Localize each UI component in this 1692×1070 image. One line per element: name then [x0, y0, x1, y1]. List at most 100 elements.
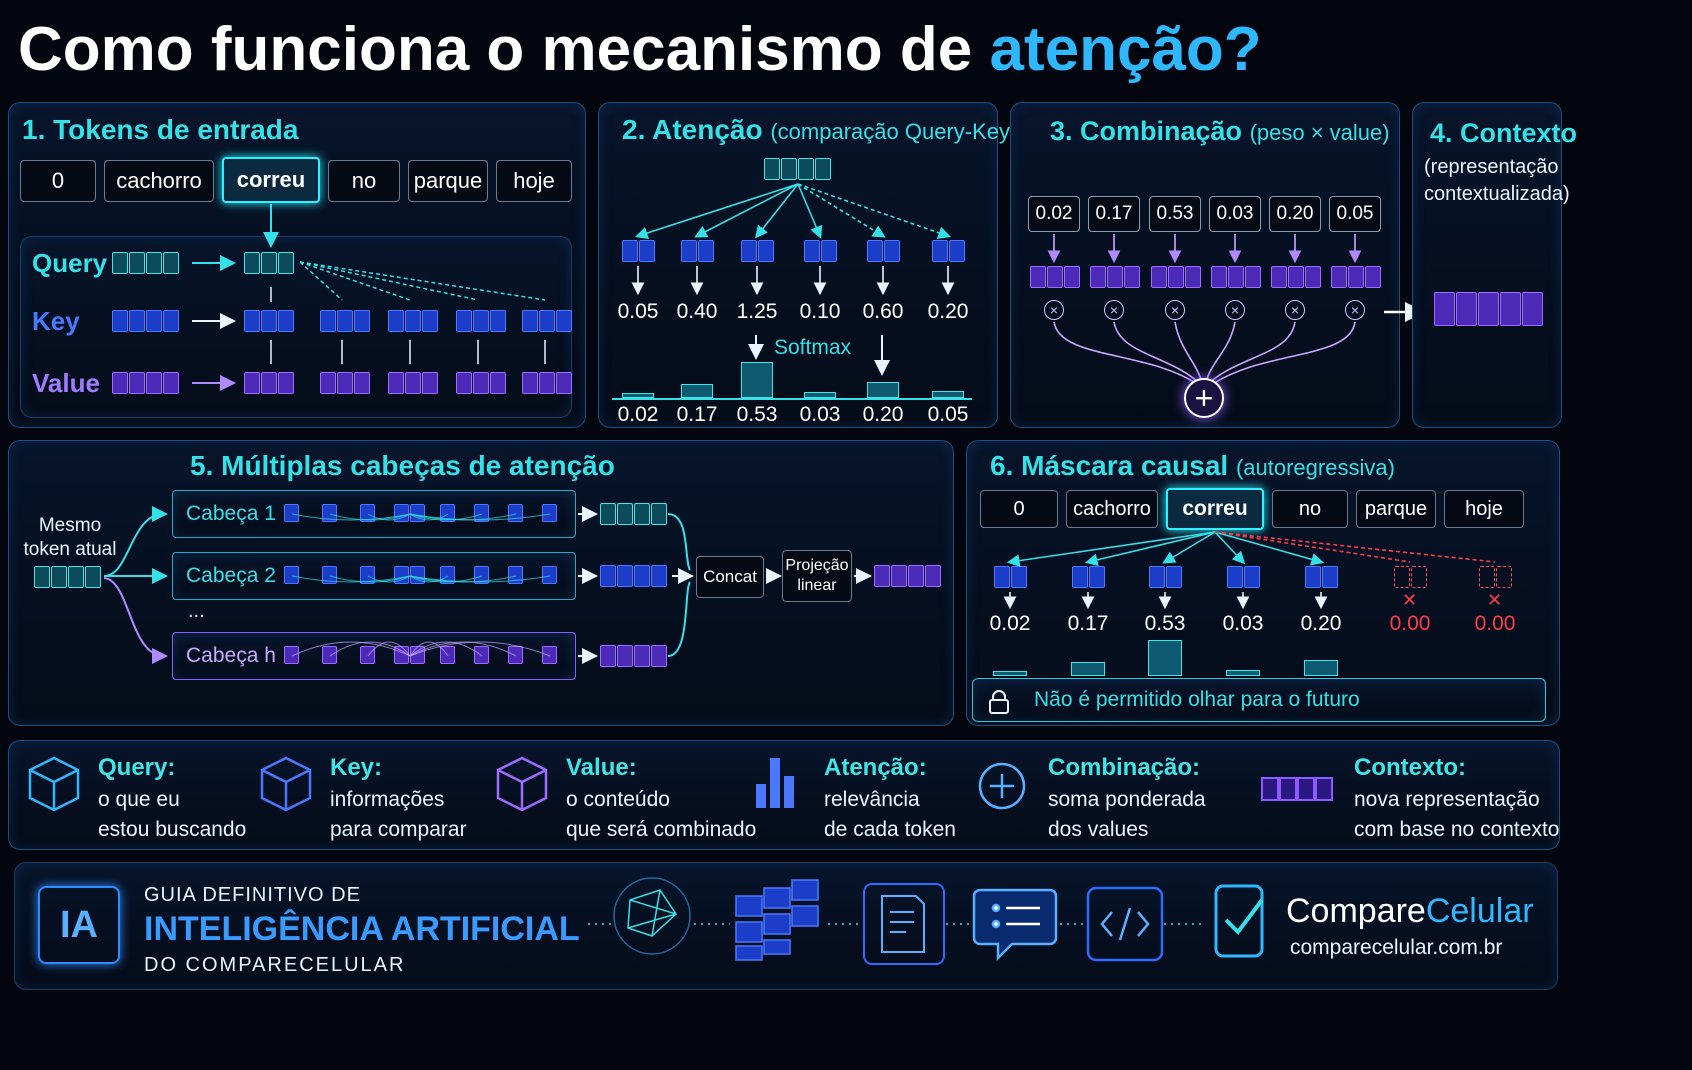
footer-icons — [588, 877, 1264, 965]
multiply-icon: × — [1225, 300, 1245, 320]
head-1-vector-6 — [508, 504, 524, 522]
token-cachorro: cachorro — [104, 160, 214, 202]
head-1-vector-4 — [440, 504, 456, 522]
p2-key-vector-2 — [741, 240, 775, 262]
p5-head-lines — [291, 513, 551, 657]
mask-token-correu: correu — [1166, 488, 1264, 530]
panel-3-title: 3. Combinação (peso × value) — [1050, 116, 1390, 146]
context-vector — [1434, 292, 1544, 326]
multiply-icon: × — [1044, 300, 1064, 320]
head-3-output — [600, 645, 668, 667]
head-label-2: Cabeça 2 — [186, 564, 276, 587]
legend-desc-3-2: de cada token — [824, 818, 956, 841]
p6-weight-5: 0.00 — [1389, 612, 1431, 635]
p2-score-5: 0.20 — [927, 300, 969, 323]
head-2-vector-4 — [440, 566, 456, 584]
p3-value-vector-1 — [1090, 266, 1141, 288]
ia-chip-icon: IA — [38, 886, 120, 964]
value-vector — [112, 372, 180, 394]
p2-score-2: 1.25 — [736, 300, 778, 323]
panel-attention — [598, 102, 998, 428]
p6-weight-4: 0.20 — [1300, 612, 1342, 635]
p2-softmax-bar-1 — [681, 383, 713, 398]
panel-6-title: 6. Máscara causal (autoregressiva) — [990, 450, 1395, 481]
p2-lines — [631, 183, 955, 296]
head-1-output — [600, 503, 668, 525]
p6-key-vector-3 — [1227, 566, 1261, 588]
p3-weight-1: 0.17 — [1088, 196, 1140, 232]
guide-title: INTELIGÊNCIA ARTIFICIAL — [144, 910, 580, 948]
p2-key-vector-0 — [622, 240, 656, 262]
projection-box: Projeção linear — [782, 550, 852, 602]
p2-score-4: 0.60 — [862, 300, 904, 323]
legend-desc-1-2: para comparar — [330, 818, 467, 841]
phone-check-icon — [1214, 884, 1264, 958]
p6-weight-0: 0.02 — [989, 612, 1031, 635]
p6-key-vector-6 — [1479, 566, 1513, 588]
p6-bar-2 — [1148, 640, 1182, 676]
value-vector-3 — [456, 372, 507, 394]
p3-value-vector-5 — [1331, 266, 1382, 288]
code-icon — [1086, 886, 1164, 962]
p2-key-vector-4 — [867, 240, 901, 262]
p5-arrows — [103, 506, 872, 664]
plus-circle-icon — [978, 762, 1026, 810]
panel-4-title: 4. Contexto — [1430, 118, 1578, 148]
softmax-label: Softmax — [774, 336, 852, 359]
token-hoje: hoje — [496, 160, 572, 202]
legend-desc-3-1: relevância — [824, 788, 920, 811]
cube-icon — [260, 756, 312, 812]
panel-2-title: 2. Atenção (comparação Query-Key) — [622, 114, 1018, 145]
legend-title-4: Combinação: — [1048, 754, 1201, 781]
mask-token-cachorro: cachorro — [1066, 490, 1158, 528]
p2-query-vector — [764, 158, 832, 180]
key-vector-1 — [320, 310, 371, 332]
p6-key-vector-2 — [1149, 566, 1183, 588]
p2-softmax-bar-0 — [622, 392, 654, 398]
panel-1-title: 1. Tokens de entrada — [22, 114, 299, 145]
mask-x-icon: ✕ — [1487, 590, 1503, 610]
head-1-vector-1 — [322, 504, 338, 522]
mh-output-vector — [874, 565, 942, 587]
network-icon — [613, 877, 691, 955]
legend-title-1: Key: — [330, 754, 383, 781]
p6-bar-3 — [1226, 670, 1260, 676]
p3-value-vector-3 — [1211, 266, 1262, 288]
p6-key-vector-0 — [994, 566, 1028, 588]
head-1-vector-2 — [360, 504, 376, 522]
p2-weight-1: 0.17 — [676, 403, 718, 426]
p6-key-vector-1 — [1072, 566, 1106, 588]
p3-weight-5: 0.05 — [1329, 196, 1381, 232]
head-1-vector-7 — [542, 504, 558, 522]
p2-weight-5: 0.05 — [927, 403, 969, 426]
mask-token-hoje: hoje — [1444, 490, 1524, 528]
head-3-vector-1 — [322, 646, 338, 664]
legend-desc-0-2: estou buscando — [98, 818, 247, 841]
query-vector-current — [244, 252, 295, 274]
head-2-vector-2 — [360, 566, 376, 584]
panel-4-subtitle: (representação contextualizada) — [1424, 156, 1570, 205]
legend-title-2: Value: — [566, 754, 637, 781]
multiply-icon: × — [1285, 300, 1305, 320]
legend-desc-2-2: que será combinado — [566, 818, 757, 841]
token-no: no — [328, 160, 400, 202]
p2-softmax-bar-3 — [804, 392, 836, 398]
p6-bar-1 — [1071, 661, 1105, 676]
same-token-label: Mesmo token atual — [23, 515, 117, 560]
value-vector-0 — [244, 372, 295, 394]
value-vector-4 — [522, 372, 573, 394]
brand-url: comparecelular.com.br — [1290, 936, 1503, 959]
head-2-vector-5 — [474, 566, 490, 584]
p6-weight-6: 0.00 — [1474, 612, 1516, 635]
cube-icon — [28, 756, 80, 812]
query-vector — [112, 252, 180, 274]
head-label-3: Cabeça h — [186, 644, 276, 667]
legend-desc-2-1: o conteúdo — [566, 788, 670, 811]
p3-weight-3: 0.03 — [1209, 196, 1261, 232]
p2-score-3: 0.10 — [799, 300, 841, 323]
p6-weight-1: 0.17 — [1067, 612, 1109, 635]
mask-token-0: 0 — [980, 490, 1058, 528]
key-vector-3 — [456, 310, 507, 332]
head-1-vector-0 — [284, 504, 300, 522]
head-2-output — [600, 565, 668, 587]
